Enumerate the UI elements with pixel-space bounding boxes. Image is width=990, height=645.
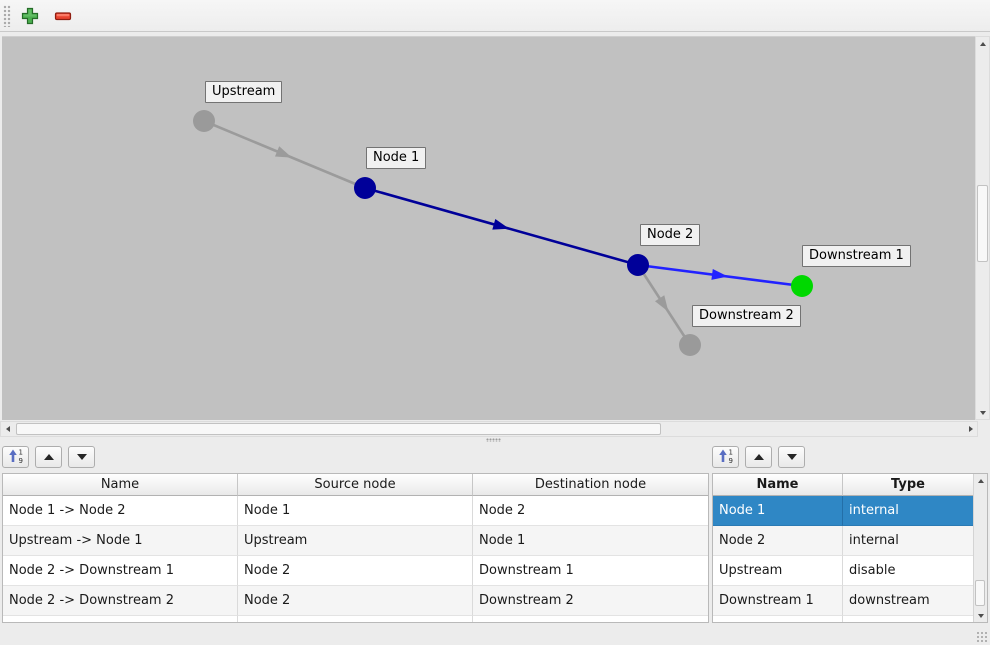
edge-arrow-icon (275, 146, 292, 158)
node-node2[interactable] (627, 254, 649, 276)
cell-type[interactable]: downstream (843, 586, 973, 616)
node-downstream1[interactable] (791, 275, 813, 297)
cell-source[interactable]: Node 2 (238, 586, 473, 616)
sort-ascending-icon: 1 9 (717, 448, 735, 467)
remove-button[interactable] (52, 6, 74, 28)
cell-destination[interactable]: Node 1 (473, 526, 708, 556)
empty-row (713, 616, 973, 622)
svg-text:1: 1 (728, 448, 732, 456)
vertical-scrollbar-thumb[interactable] (977, 185, 988, 262)
sort-ascending-icon: 1 9 (7, 448, 25, 467)
cell-name[interactable]: Node 2 -> Downstream 1 (3, 556, 238, 586)
cell-name[interactable]: Upstream (713, 556, 843, 586)
node-label-downstream1[interactable]: Downstream 1 (802, 245, 911, 267)
node-upstream[interactable] (193, 110, 215, 132)
edge-arrow-icon (492, 219, 510, 230)
cell-source[interactable]: Node 2 (238, 556, 473, 586)
cell-name[interactable]: Node 2 -> Downstream 2 (3, 586, 238, 616)
empty-row (3, 616, 708, 622)
main-toolbar (0, 0, 990, 32)
node-downstream2[interactable] (679, 334, 701, 356)
svg-text:9: 9 (728, 457, 732, 464)
move-up-icon (753, 454, 764, 460)
bottom-pane: 1 9 1 9 (0, 443, 990, 645)
cell-type[interactable]: internal (843, 496, 973, 526)
scroll-up-icon[interactable] (976, 37, 989, 50)
scroll-left-icon[interactable] (1, 422, 14, 435)
edges-sort-button[interactable]: 1 9 (2, 446, 29, 468)
nodes-sort-button[interactable]: 1 9 (712, 446, 739, 468)
scrollbar-corner (978, 421, 990, 437)
edge-node2-downstream2[interactable] (636, 264, 692, 346)
edge-upstream-node1[interactable] (203, 119, 366, 190)
nodes-table-scrollbar[interactable] (973, 474, 987, 622)
toolbar-drag-handle[interactable] (3, 5, 11, 27)
node-label-upstream[interactable]: Upstream (205, 81, 283, 103)
move-down-icon (786, 454, 797, 460)
add-icon (21, 7, 39, 28)
move-down-icon (76, 454, 87, 460)
edge-node2-downstream1[interactable] (637, 263, 803, 288)
node-label-node2[interactable]: Node 2 (640, 224, 701, 246)
edges-move-up-button[interactable] (35, 446, 62, 468)
cell-name[interactable]: Upstream -> Node 1 (3, 526, 238, 556)
splitter-grip-icon (486, 438, 501, 442)
svg-text:1: 1 (18, 448, 22, 456)
node-label-downstream2[interactable]: Downstream 2 (692, 305, 801, 327)
cell-name[interactable]: Node 2 (713, 526, 843, 556)
horizontal-scrollbar-thumb[interactable] (16, 423, 661, 435)
cell-type[interactable]: internal (843, 526, 973, 556)
canvas-horizontal-scrollbar[interactable] (0, 421, 978, 437)
nodes-scrollbar-thumb[interactable] (975, 580, 985, 606)
scroll-down-icon[interactable] (974, 609, 987, 622)
cell-source[interactable]: Node 1 (238, 496, 473, 526)
column-header-type[interactable]: Type (843, 474, 973, 496)
cell-name[interactable]: Node 1 -> Node 2 (3, 496, 238, 526)
nodes-move-up-button[interactable] (745, 446, 772, 468)
column-header-name[interactable]: Name (713, 474, 843, 496)
edge-arrow-icon (711, 269, 728, 280)
scroll-up-icon[interactable] (974, 474, 987, 487)
cell-name[interactable]: Downstream 1 (713, 586, 843, 616)
horizontal-splitter[interactable] (0, 437, 990, 443)
cell-type[interactable]: disable (843, 556, 973, 586)
column-header-destination-node[interactable]: Destination node (473, 474, 708, 496)
scroll-right-icon[interactable] (964, 422, 977, 435)
edge-arrow-icon (655, 295, 669, 312)
canvas-vertical-scrollbar[interactable] (975, 36, 990, 420)
node-node1[interactable] (354, 177, 376, 199)
cell-source[interactable]: Upstream (238, 526, 473, 556)
cell-destination[interactable]: Downstream 1 (473, 556, 708, 586)
svg-text:9: 9 (18, 457, 22, 464)
move-up-icon (43, 454, 54, 460)
remove-icon (54, 7, 72, 28)
node-label-node1[interactable]: Node 1 (366, 147, 427, 169)
edges-move-down-button[interactable] (68, 446, 95, 468)
add-button[interactable] (19, 6, 41, 28)
column-header-name[interactable]: Name (3, 474, 238, 496)
scroll-down-icon[interactable] (976, 406, 989, 419)
column-header-source-node[interactable]: Source node (238, 474, 473, 496)
edge-node1-node2[interactable] (364, 186, 639, 267)
cell-destination[interactable]: Downstream 2 (473, 586, 708, 616)
cell-name[interactable]: Node 1 (713, 496, 843, 526)
window-resize-grip[interactable] (976, 631, 987, 642)
cell-destination[interactable]: Node 2 (473, 496, 708, 526)
nodes-move-down-button[interactable] (778, 446, 805, 468)
